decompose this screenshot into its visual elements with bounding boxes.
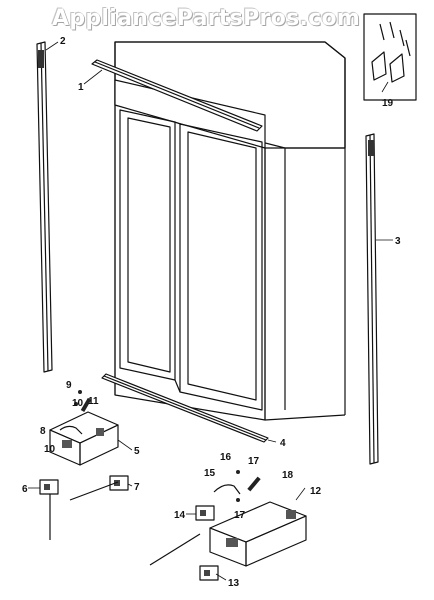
callout-6: 6 — [22, 484, 28, 495]
callout-10b: 10 — [44, 444, 56, 455]
callout-13: 13 — [228, 578, 240, 589]
part-6-7-left-roller — [39, 475, 129, 540]
callout-8: 8 — [40, 426, 46, 437]
callout-18: 18 — [282, 470, 294, 481]
callout-17a: 17 — [248, 456, 260, 467]
part-8-11-fasteners — [59, 390, 92, 435]
callout-4: 4 — [280, 438, 286, 449]
callout-17b: 17 — [234, 510, 246, 521]
part-12-right-bracket — [209, 501, 307, 567]
callout-14: 14 — [174, 510, 186, 521]
part-19-hardware-kit — [363, 13, 417, 101]
part-15-18-fasteners — [213, 470, 261, 502]
callout-16: 16 — [220, 452, 232, 463]
callout-11: 11 — [88, 396, 99, 407]
callout-1: 1 — [78, 82, 84, 93]
part-3-right-trim — [365, 133, 379, 465]
callout-10a: 10 — [72, 398, 84, 409]
leader-lines — [28, 41, 393, 581]
callout-3: 3 — [395, 236, 401, 247]
watermark-text: AppliancePartsPros.com — [52, 6, 361, 31]
callout-7: 7 — [134, 482, 140, 493]
callout-9: 9 — [66, 380, 72, 391]
part-5-left-bracket — [49, 411, 119, 466]
cabinet-shell — [114, 41, 346, 421]
part-13-14-right-roller — [149, 505, 219, 581]
callout-12: 12 — [310, 486, 322, 497]
callout-5: 5 — [134, 446, 140, 457]
part-4-bottom-trim — [101, 373, 269, 443]
callout-19: 19 — [382, 98, 394, 109]
callout-2: 2 — [60, 36, 66, 47]
part-1-top-trim — [91, 59, 263, 132]
part-2-left-trim — [36, 41, 53, 373]
callout-15: 15 — [204, 468, 216, 479]
callout-labels: 1 2 3 4 5 6 7 8 9 10 10 11 12 13 14 15 1… — [22, 36, 401, 589]
